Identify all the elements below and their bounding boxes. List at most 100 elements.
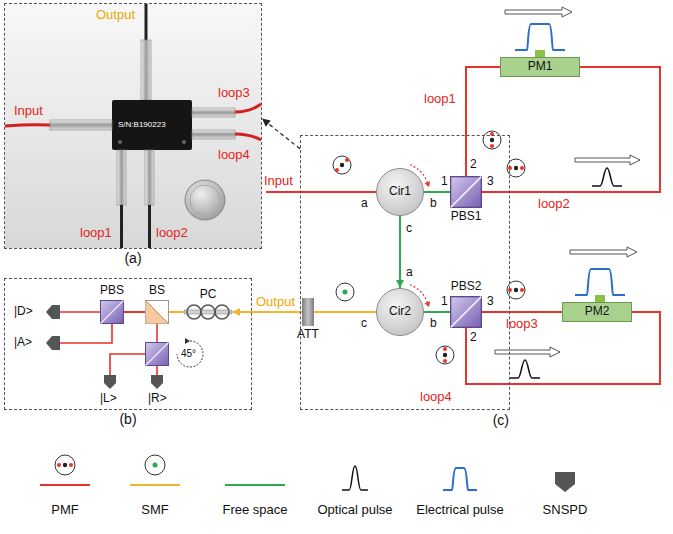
bs-symbol	[145, 300, 169, 324]
device-photo	[192, 130, 235, 139]
device-photo	[185, 180, 225, 220]
device-photo	[182, 140, 186, 144]
pbs-symbol	[450, 296, 482, 328]
bs-symbol	[146, 301, 169, 324]
polarization-icon	[436, 346, 454, 364]
legend-sample	[130, 484, 180, 486]
circulator: Cir1	[376, 168, 424, 216]
polarization-controller: PC	[184, 304, 232, 320]
fiber-connector	[396, 216, 404, 288]
legend-text: Free space	[222, 503, 287, 518]
pbs-cube-label: PBS	[100, 284, 124, 298]
polarization-icon	[340, 163, 344, 167]
pbs-cube-label: PBS2	[451, 280, 482, 294]
legend-sample	[225, 484, 285, 486]
beam-splitter-symbol	[146, 343, 169, 366]
pc-symbol	[215, 305, 229, 319]
electrical-pulse	[595, 295, 605, 302]
detection-wiring	[60, 311, 100, 313]
beam-splitter-label: BS	[149, 284, 165, 298]
pbs-symbol	[101, 301, 124, 324]
panel-frame: (b)PBSBSPC	[4, 278, 252, 410]
fiber-connector	[262, 119, 300, 149]
polarization-icon	[490, 138, 494, 142]
panel-frame-label: (a)	[124, 250, 141, 266]
device-photo	[118, 140, 122, 144]
detection-wiring	[156, 324, 158, 342]
fiber-connector	[314, 311, 376, 313]
polarization-icon	[443, 359, 447, 363]
device-photo	[141, 40, 151, 100]
rotation-angle: 45°	[181, 348, 196, 360]
polarization-icon	[443, 347, 447, 351]
device-photo	[145, 4, 148, 40]
port-number: 2	[470, 331, 477, 345]
fiber-connector	[482, 312, 562, 313]
fiber-connector	[482, 311, 562, 313]
polarization-icon	[520, 166, 524, 170]
pbs-cube-label: PBS1	[451, 210, 482, 224]
rotator-symbol	[177, 338, 203, 367]
pbs-symbol	[450, 176, 482, 208]
loop-label: loop2	[538, 197, 570, 212]
polarization-icon	[335, 168, 339, 172]
port-label: loop4	[218, 148, 250, 163]
pbs-cube: PBS2	[450, 296, 482, 328]
circulator-direction-arrow	[425, 301, 431, 307]
port-letter: a	[406, 266, 413, 280]
polarization-icon	[336, 283, 354, 301]
attenuator: ATT	[302, 298, 314, 326]
legend-text: SNSPD	[543, 503, 588, 518]
fiber-connector	[424, 312, 450, 313]
snspd-symbol	[46, 336, 60, 350]
polarization-icon	[333, 156, 351, 174]
detection-wiring	[156, 366, 158, 375]
optical-pulse	[495, 155, 640, 378]
pbs-symbol	[451, 177, 482, 208]
pbs-symbol	[451, 297, 482, 328]
legend-sample	[63, 463, 67, 467]
legend-sample	[342, 466, 368, 490]
port-label: Input	[264, 174, 293, 189]
pc-symbol	[201, 305, 215, 319]
legend-sample	[40, 455, 575, 492]
bs-symbol	[146, 301, 169, 324]
detector-state: |A>	[14, 336, 32, 350]
fiber-connector	[466, 67, 500, 176]
rotator-symbol	[177, 341, 203, 367]
polarization-icon	[483, 131, 501, 149]
port-label: Output	[96, 8, 135, 23]
port-letter: c	[406, 222, 412, 236]
snspd-symbol	[104, 375, 116, 389]
electrical-pulse	[535, 50, 545, 57]
detection-wiring	[110, 354, 145, 375]
fiber-connector	[232, 308, 302, 316]
optical-pulse	[592, 168, 622, 186]
polarization-icon	[508, 166, 512, 170]
device-photo	[235, 104, 261, 112]
legend-text: PMF	[51, 503, 78, 518]
port-letter: c	[361, 317, 367, 331]
legend-sample	[69, 463, 73, 467]
panel-frame-label: (b)	[119, 411, 136, 427]
polarization-icon	[508, 288, 512, 292]
detector-state: |R>	[148, 392, 167, 406]
fiber-connector	[424, 192, 450, 193]
port-letter: b	[430, 317, 437, 331]
legend-sample	[145, 455, 165, 475]
port-label: Input	[14, 104, 43, 119]
pbs-symbol	[100, 300, 124, 324]
polarization-controller-label: PC	[200, 288, 217, 302]
device-photo	[5, 4, 261, 248]
circulator: Cir2	[376, 288, 424, 336]
electrical-pulse	[505, 7, 572, 17]
port-number: 3	[487, 295, 494, 309]
pbs-cube: PBS1	[450, 176, 482, 208]
legend-text: SMF	[141, 503, 168, 518]
pc-symbol	[185, 310, 232, 314]
beam-splitter-symbol	[146, 343, 169, 366]
polarization-icon	[443, 353, 447, 357]
beam-splitter-symbol	[146, 343, 169, 366]
legend-sample	[40, 484, 90, 486]
